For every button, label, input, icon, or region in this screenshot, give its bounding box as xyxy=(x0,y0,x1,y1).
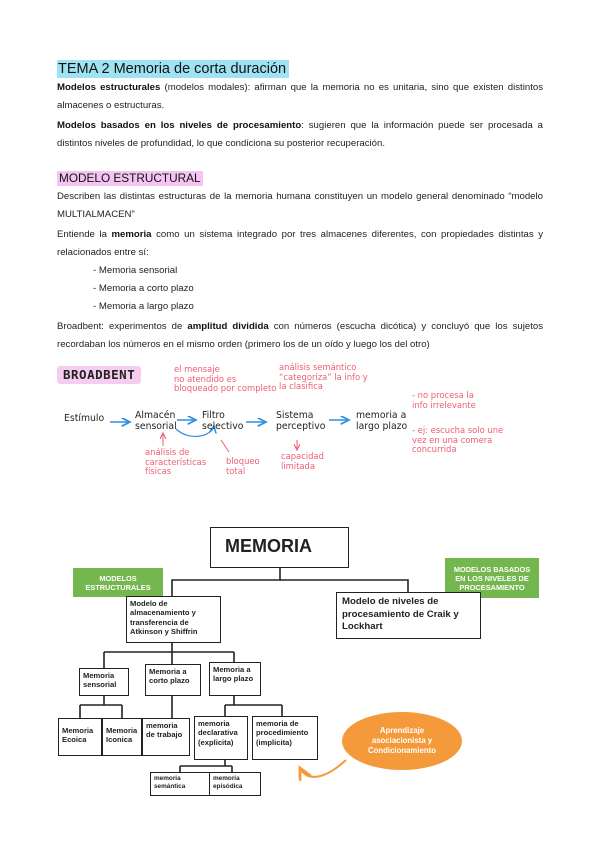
note-semantico: análisis semántico “categoriza” la info … xyxy=(279,362,368,391)
map-corto-plazo: Memoria a corto plazo xyxy=(145,664,201,696)
list-item: - Memoria sensorial xyxy=(93,265,178,276)
term-structural: Modelos estructurales xyxy=(57,82,161,93)
broadbent-title: BROADBENT xyxy=(57,366,142,384)
note-bloqueo: bloqueo total xyxy=(226,456,260,476)
map-declarativa: memoria declarativa (explicita) xyxy=(194,716,248,760)
node-sistema: Sistema perceptivo xyxy=(276,410,326,432)
annotation-arrow xyxy=(220,439,230,453)
note-escucha: - ej: escucha solo une vez en una comera… xyxy=(412,425,504,454)
map-sensorial: Memoria sensorial xyxy=(79,668,129,696)
orange-arrow xyxy=(300,759,347,777)
paragraph-levels: Modelos basados en los niveles de proces… xyxy=(57,117,543,153)
node-filtro: Filtro selectivo xyxy=(202,410,244,432)
note-mensaje: el mensaje no atendido es bloqueado por … xyxy=(174,364,277,393)
map-largo-plazo: Memoria a largo plazo xyxy=(209,662,261,696)
section-heading: MODELO ESTRUCTURAL xyxy=(57,171,203,186)
map-semantica: memoria semántica xyxy=(150,772,210,796)
map-ecoica: Memoria Ecoica xyxy=(58,718,102,756)
map-atkinson: Modelo de almacenamiento y transferencia… xyxy=(126,596,221,643)
flow-arrow xyxy=(175,426,214,437)
node-estimulo: Estímulo xyxy=(64,413,105,424)
note-analisis: análisis de características físicas xyxy=(145,447,207,476)
map-procedimiento: memoria de procedimiento (implicita) xyxy=(252,716,318,760)
list-item: - Memoria a corto plazo xyxy=(93,283,194,294)
paragraph-text: : sugieren que la información puede ser … xyxy=(57,120,543,149)
term-divided-span: amplitud dividida xyxy=(187,321,269,332)
bubble-aprendizaje: Aprendizaje asociacionista y Condicionam… xyxy=(342,712,462,770)
node-almacen: Almacén sensorial xyxy=(135,410,177,432)
note-procesa: - no procesa la info irrelevante xyxy=(412,390,476,410)
paragraph-memory: Entiende la memoria como un sistema inte… xyxy=(57,226,543,262)
label-modelos-estructurales: MODELOS ESTRUCTURALES xyxy=(73,568,163,597)
note-capacidad: capacidad limitada xyxy=(281,451,324,471)
paragraph-text: Entiende la xyxy=(57,229,112,240)
map-trabajo: memoria de trabajo xyxy=(142,718,190,756)
paragraph-describe: Describen las distintas estructuras de l… xyxy=(57,191,543,220)
page-title: TEMA 2 Memoria de corta duración xyxy=(57,60,290,78)
map-episodica: memoria episódica xyxy=(209,772,261,796)
paragraph-text: (modelos modales): afirman que la memori… xyxy=(57,82,543,111)
term-levels: Modelos basados en los niveles de proces… xyxy=(57,120,302,131)
label-modelos-niveles: MODELOS BASADOS EN LOS NIVELES DE PROCES… xyxy=(445,558,539,598)
term-memory: memoria xyxy=(111,229,152,240)
paragraph-structural: Modelos estructurales (modelos modales):… xyxy=(57,79,543,115)
map-iconica: Memoria Iconica xyxy=(102,718,142,756)
map-craik: Modelo de niveles de procesamiento de Cr… xyxy=(336,592,481,639)
list-item: - Memoria a largo plazo xyxy=(93,301,194,312)
paragraph-text: con números (escucha dicótica) y concluy… xyxy=(57,321,544,350)
paragraph-text: como un sistema integrado por tres almac… xyxy=(57,229,544,258)
node-memoria: memoria a largo plazo xyxy=(356,410,408,432)
paragraph-text: Broadbent: experimentos de xyxy=(57,321,188,332)
map-root-memoria: MEMORIA xyxy=(210,527,349,568)
paragraph-broadbent: Broadbent: experimentos de amplitud divi… xyxy=(57,318,543,354)
